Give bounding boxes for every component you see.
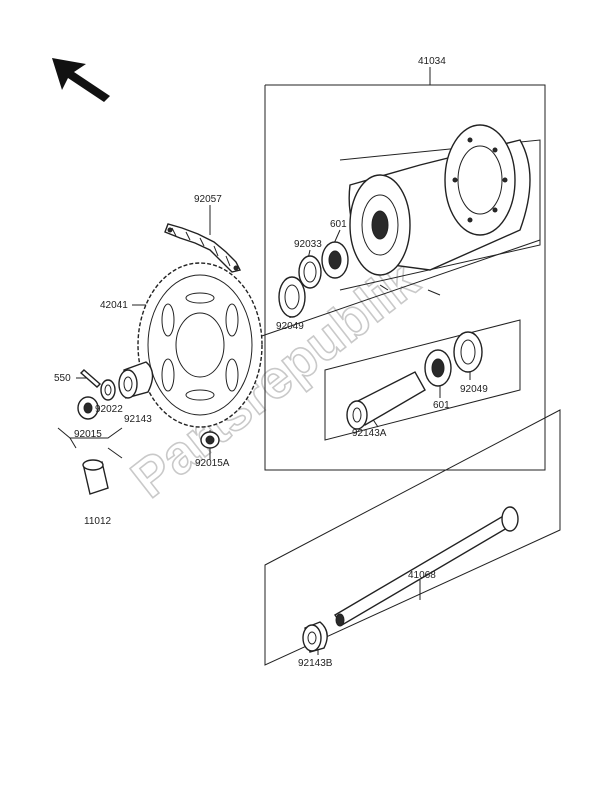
nut-92015A-part (200, 431, 220, 449)
axle-41068-part (333, 506, 519, 627)
label-42041: 42041 (100, 300, 128, 311)
label-92143: 92143 (124, 414, 152, 425)
label-11012: 11012 (84, 516, 112, 527)
sprocket-part (137, 262, 263, 428)
hub-part (348, 124, 531, 296)
collar-92143-part (118, 361, 154, 399)
bearing-601-bottom-part (424, 349, 452, 387)
label-92033: 92033 (294, 239, 322, 250)
cotter-pin-part (79, 369, 102, 388)
bearing-601-top-part (321, 241, 349, 279)
label-92015A: 92015A (195, 458, 230, 469)
seal-92049-bottom-part (453, 331, 483, 373)
label-92143B: 92143B (298, 658, 333, 669)
axle-frame (264, 409, 561, 666)
label-41034: 41034 (418, 56, 446, 67)
label-92049-bottom: 92049 (460, 384, 488, 395)
castle-nut-part (77, 396, 99, 420)
spacer-92143A-part (346, 371, 426, 430)
label-601-top: 601 (330, 219, 347, 230)
sleeve-11012-part (82, 459, 109, 495)
label-92022: 92022 (95, 404, 123, 415)
label-41068: 41068 (408, 570, 436, 581)
hub-assembly-frame (264, 67, 546, 471)
label-92049-top: 92049 (276, 321, 304, 332)
arrow-up-left-icon (52, 58, 110, 102)
collar-92143B-part (302, 621, 328, 653)
label-92143A: 92143A (352, 428, 387, 439)
label-550: 550 (54, 373, 71, 384)
label-92015: 92015 (74, 429, 102, 440)
chain-part (164, 223, 242, 273)
label-92057: 92057 (194, 194, 222, 205)
ring-92033-part (298, 255, 322, 289)
washer-92022-part (100, 379, 116, 401)
seal-92049-top-part (278, 276, 306, 318)
label-601-bottom: 601 (433, 400, 450, 411)
